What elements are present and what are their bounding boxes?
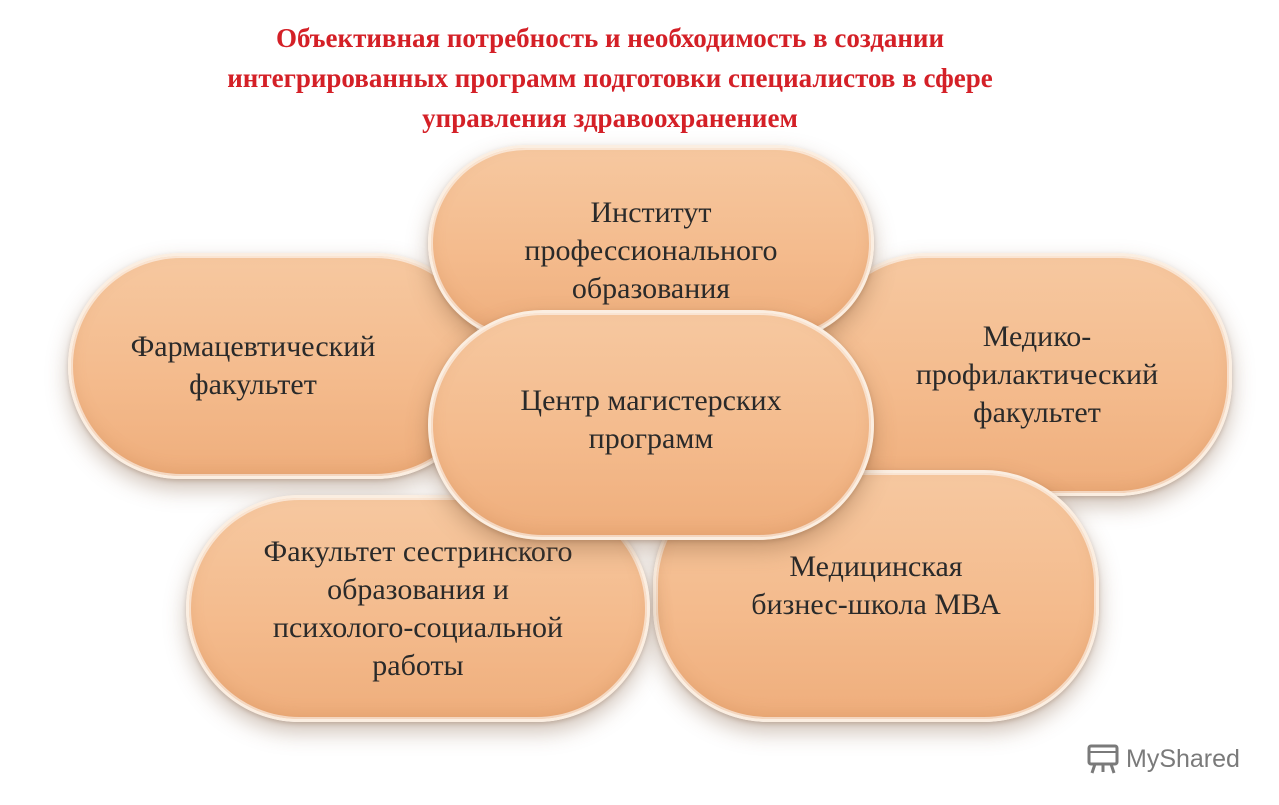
- node-label: Центр магистерских: [520, 384, 782, 417]
- title-line-3: управления здравоохранением: [422, 103, 798, 133]
- node-label: Медицинская: [789, 550, 963, 583]
- node-label: программ: [588, 422, 714, 455]
- node-label: бизнес-школа МВА: [751, 588, 1001, 621]
- node-label: психолого-социальной: [272, 610, 564, 644]
- watermark-text: MyShared: [1126, 744, 1240, 773]
- node-label: образования и: [327, 572, 509, 606]
- watermark: MyShared: [1086, 742, 1240, 776]
- presentation-board-icon: [1087, 744, 1119, 774]
- page-title: Объективная потребность и необходимость …: [60, 18, 1160, 138]
- node-medical-preventive-faculty: Медико- профилактический факультет: [812, 253, 1232, 496]
- title-line-2: интегрированных программ подготовки спец…: [227, 63, 993, 93]
- node-label: Медико-: [982, 319, 1092, 353]
- node-master-programs-center: Центр магистерских программ: [428, 310, 874, 540]
- node-label: профилактический: [915, 357, 1159, 391]
- node-label: работы: [372, 648, 464, 682]
- node-label: Факультет сестринского: [263, 534, 573, 568]
- node-pharmaceutical-faculty: Фармацевтический факультет: [68, 253, 488, 479]
- node-label: образования: [571, 272, 731, 305]
- node-label: профессионального: [524, 234, 778, 267]
- node-label: факультет: [189, 368, 317, 401]
- node-label: Фармацевтический: [130, 330, 376, 363]
- node-label: факультет: [973, 395, 1101, 429]
- title-line-1: Объективная потребность и необходимость …: [275, 23, 945, 53]
- node-label: Институт: [590, 196, 712, 229]
